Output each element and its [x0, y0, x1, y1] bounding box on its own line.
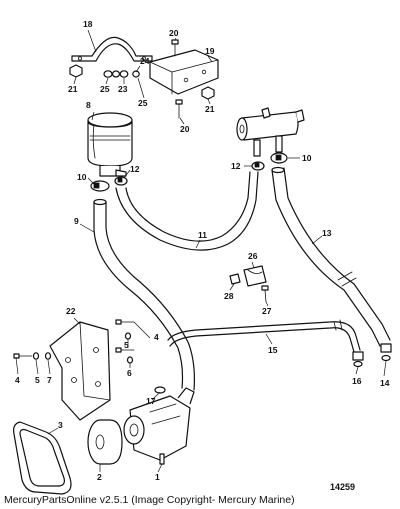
callout-28: 28: [224, 291, 234, 301]
copyright-caption: MercuryPartsOnline v2.5.1 (Image Copyrig…: [4, 494, 295, 506]
bolt-part: [171, 39, 179, 57]
callout-13: 13: [322, 228, 332, 238]
drive-belt-part: [13, 421, 72, 495]
callout-25: 25: [138, 98, 148, 108]
callout-14: 14: [380, 378, 390, 388]
callout-15: 15: [268, 345, 278, 355]
nut-part: [201, 86, 215, 100]
callout-7: 7: [47, 375, 52, 385]
callout-18: 18: [83, 19, 93, 29]
callout-17: 17: [146, 396, 156, 406]
callout-20: 20: [180, 124, 190, 134]
bolt-part: [175, 99, 183, 119]
bolt-part: [115, 319, 135, 364]
callout-2: 2: [97, 472, 102, 482]
washer-part: [103, 70, 140, 78]
callout-5: 5: [124, 340, 129, 350]
callout-20: 20: [169, 28, 179, 38]
hose-clamp-part: [90, 180, 110, 192]
fluid-cooler-part: [236, 107, 305, 157]
pulley-part: [87, 419, 123, 465]
fluid-reservoir-part: [87, 112, 133, 177]
hard-line-part: [167, 319, 361, 353]
hose-clip-part: [229, 265, 269, 303]
callout-12: 12: [130, 164, 140, 174]
callout-16: 16: [352, 376, 362, 386]
callout-21: 21: [68, 84, 78, 94]
cooler-hose-part: [271, 166, 391, 347]
nut-part: [69, 64, 83, 78]
supply-hose-part: [93, 198, 195, 391]
callout-4: 4: [15, 375, 20, 385]
callout-3: 3: [58, 420, 63, 430]
pump-bracket-part: [49, 321, 111, 421]
callout-11: 11: [198, 230, 207, 240]
callout-19: 19: [205, 46, 215, 56]
callout-6: 6: [127, 368, 132, 378]
hose-clamp-part: [270, 152, 288, 164]
callout-1: 1: [155, 472, 160, 482]
callout-25: 25: [100, 84, 110, 94]
figure-number: 14259: [330, 482, 355, 492]
callout-24: 24: [140, 56, 150, 66]
fitting-part: [380, 343, 392, 362]
callout-22: 22: [66, 306, 76, 316]
hose-clamp-part: [251, 161, 265, 171]
callout-leaders: [15, 29, 387, 473]
fitting-part: [352, 351, 364, 368]
callout-10: 10: [77, 172, 87, 182]
callout-23: 23: [118, 84, 128, 94]
hose-clamp-part: [114, 176, 128, 186]
callout-26: 26: [248, 251, 258, 261]
callout-21: 21: [205, 104, 215, 114]
callout-5: 5: [35, 375, 40, 385]
callout-27: 27: [262, 306, 272, 316]
callout-4: 4: [154, 332, 159, 342]
power-steering-pump-part: [123, 386, 195, 465]
callout-labels: 18 20 19 24 21 25 23 25 21 20 8 10 12 12…: [15, 19, 390, 482]
callout-12: 12: [231, 161, 241, 171]
bolt-part: [13, 352, 52, 360]
callout-10: 10: [302, 153, 312, 163]
callout-9: 9: [74, 216, 79, 226]
mounting-bracket-part: [149, 49, 219, 95]
callout-8: 8: [86, 100, 91, 110]
return-hose-part: [115, 171, 259, 251]
